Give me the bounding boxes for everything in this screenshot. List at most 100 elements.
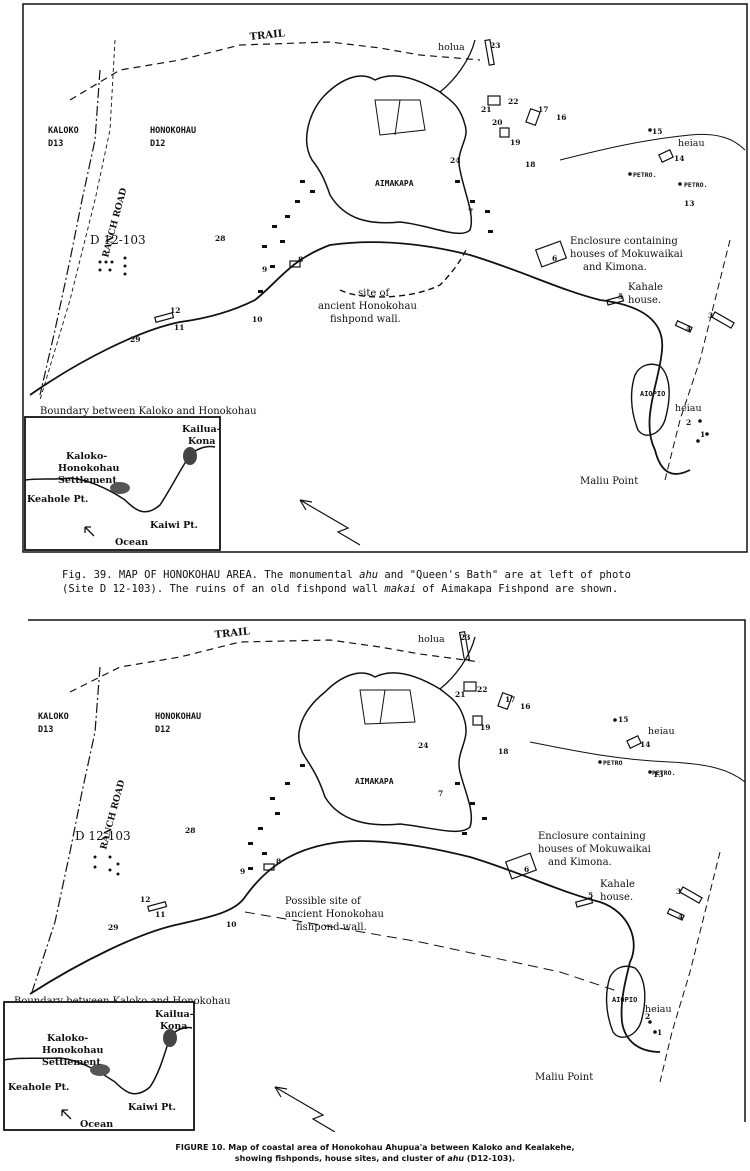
- site-12: 12: [140, 895, 150, 904]
- pond-walls: [374, 99, 426, 136]
- site-10: 10: [226, 920, 236, 929]
- caption-figure10-line1: FIGURE 10. Map of coastal area of Honoko…: [175, 1143, 575, 1152]
- inset-north-arrow: [61, 1109, 72, 1120]
- enclosure-line1: Enclosure containing: [538, 831, 646, 842]
- site-number-labels: 23 22 21 20 17 16 15 14 13 19 18 24 7 6 …: [130, 41, 713, 439]
- inset-kailua-2: Kona: [188, 436, 215, 447]
- map-frame: [22, 3, 748, 553]
- north-arrow: [299, 499, 361, 546]
- aiopio-label: AIOPIO: [640, 390, 665, 398]
- kaloko-code: D13: [38, 725, 53, 735]
- inset-settle-1: Kaloko-: [47, 1033, 88, 1044]
- kahale-line2: house.: [600, 892, 633, 903]
- kailua-marker: [183, 447, 197, 465]
- heiau-north-label: heiau: [678, 138, 705, 149]
- trail-label: TRAIL: [249, 28, 285, 43]
- petroglyph-line: [529, 741, 746, 783]
- inset-labels: Kailua- Kona Kaloko- Honokohau Settlemen…: [8, 1009, 194, 1130]
- caption-fig39: Fig. 39. MAP OF HONOKOHAU AREA. The monu…: [0, 568, 750, 596]
- site-8: 8: [298, 255, 303, 264]
- site-6: 6: [552, 254, 557, 263]
- inset-map: Kailua- Kona Kaloko- Honokohau Settlemen…: [3, 1001, 195, 1131]
- kahale-line1: Kahale: [628, 282, 663, 293]
- site-6: 6: [524, 865, 529, 874]
- fishpond-line1: site of: [358, 288, 390, 299]
- aiopio-label: AIOPIO: [612, 996, 637, 1004]
- pond-walls: [359, 689, 416, 725]
- kahale-line1: Kahale: [600, 879, 635, 890]
- site-1: 1: [657, 1028, 662, 1037]
- settlement-marker: [110, 482, 130, 494]
- inset-keahole: Keahole Pt.: [27, 494, 88, 505]
- site-4: 4: [686, 324, 691, 333]
- caption-italic: makai: [384, 583, 417, 595]
- site-10: 10: [252, 315, 262, 324]
- site-14: 14: [640, 740, 650, 749]
- site-19: 19: [480, 723, 490, 732]
- site-17: 17: [538, 105, 548, 114]
- site-23: 23: [490, 41, 500, 50]
- site-3: 3: [708, 311, 713, 320]
- petroglyph-line: [559, 133, 746, 161]
- ahu-markers: [98, 128, 709, 443]
- site-23: 23: [460, 633, 470, 642]
- site-4: 4: [678, 912, 683, 921]
- heiau-south-label: heiau: [675, 403, 702, 414]
- caption-text: of Aimakapa Fishpond are shown.: [416, 583, 619, 595]
- inset-ocean: Ocean: [115, 537, 148, 548]
- aiopio-pond: [630, 363, 670, 436]
- house-structures: [147, 630, 703, 921]
- inset-ocean: Ocean: [80, 1119, 113, 1130]
- inset-settle-1: Kaloko-: [66, 451, 107, 462]
- inset-kailua-1: Kailua-: [182, 424, 221, 435]
- caption-fig39-line2: (Site D 12-103). The ruins of an old fis…: [62, 582, 750, 596]
- caption-italic: ahu: [447, 1154, 465, 1163]
- inset-settle-3: Settlement: [58, 475, 117, 486]
- trail-line: [69, 41, 481, 101]
- inset-kailua-2: Kona: [160, 1021, 187, 1032]
- kaloko-code: D13: [48, 139, 63, 149]
- holua-label: holua: [418, 634, 445, 645]
- trail-label: TRAIL: [214, 626, 250, 641]
- road-label: RANCH ROAD: [101, 187, 129, 259]
- site-28: 28: [215, 234, 225, 243]
- site-18: 18: [525, 160, 535, 169]
- site-16: 16: [520, 702, 530, 711]
- honokohau-code: D12: [155, 725, 170, 735]
- site-14: 14: [674, 154, 684, 163]
- ranch-road: [39, 69, 101, 396]
- site-18: 18: [498, 747, 508, 756]
- site-19: 19: [510, 138, 520, 147]
- east-road: [664, 239, 731, 481]
- site-15: 15: [618, 715, 628, 724]
- caption-figure10-line2: showing fishponds, house sites, and clus…: [0, 1153, 750, 1164]
- north-arrow: [274, 1086, 336, 1132]
- fishpond-line2: ancient Honokohau: [318, 301, 417, 312]
- holua-track: [439, 39, 476, 93]
- site-24: 24: [418, 741, 428, 750]
- site-11: 11: [155, 910, 165, 919]
- inset-labels: Kailua- Kona Kaloko- Honokohau Settlemen…: [27, 424, 221, 548]
- enclosure-line3: and Kimona.: [548, 857, 612, 868]
- site-11: 11: [174, 323, 184, 332]
- house-structures: [154, 38, 735, 333]
- site-number-labels: 23 22 21 17 16 15 14 13 19 18 24 7 6 5 4…: [108, 633, 683, 1037]
- petro-b-label: PETRO.: [652, 769, 675, 777]
- petro-b-label: PETRO.: [684, 181, 707, 189]
- aimakapa-pond: [298, 672, 472, 833]
- caption-text: showing fishponds, house sites, and clus…: [234, 1154, 448, 1163]
- fishpond-line3: fishpond wall.: [296, 922, 367, 933]
- honokohau-label: HONOKOHAU: [150, 126, 196, 136]
- site-17: 17: [505, 695, 515, 704]
- site-12: 12: [170, 306, 180, 315]
- petro-a-label: PETRO: [603, 759, 623, 767]
- heiau-south-label: heiau: [645, 1004, 672, 1015]
- caption-text: Fig. 39. MAP OF HONOKOHAU AREA. The monu…: [62, 569, 360, 581]
- east-road: [659, 851, 721, 1083]
- fishpond-line3: fishpond wall.: [330, 314, 401, 325]
- site-7: 7: [468, 207, 473, 216]
- site-7: 7: [438, 789, 443, 798]
- site-3: 3: [676, 887, 681, 896]
- site-24: 24: [450, 156, 460, 165]
- inset-settle-2: Honokohau: [42, 1045, 104, 1056]
